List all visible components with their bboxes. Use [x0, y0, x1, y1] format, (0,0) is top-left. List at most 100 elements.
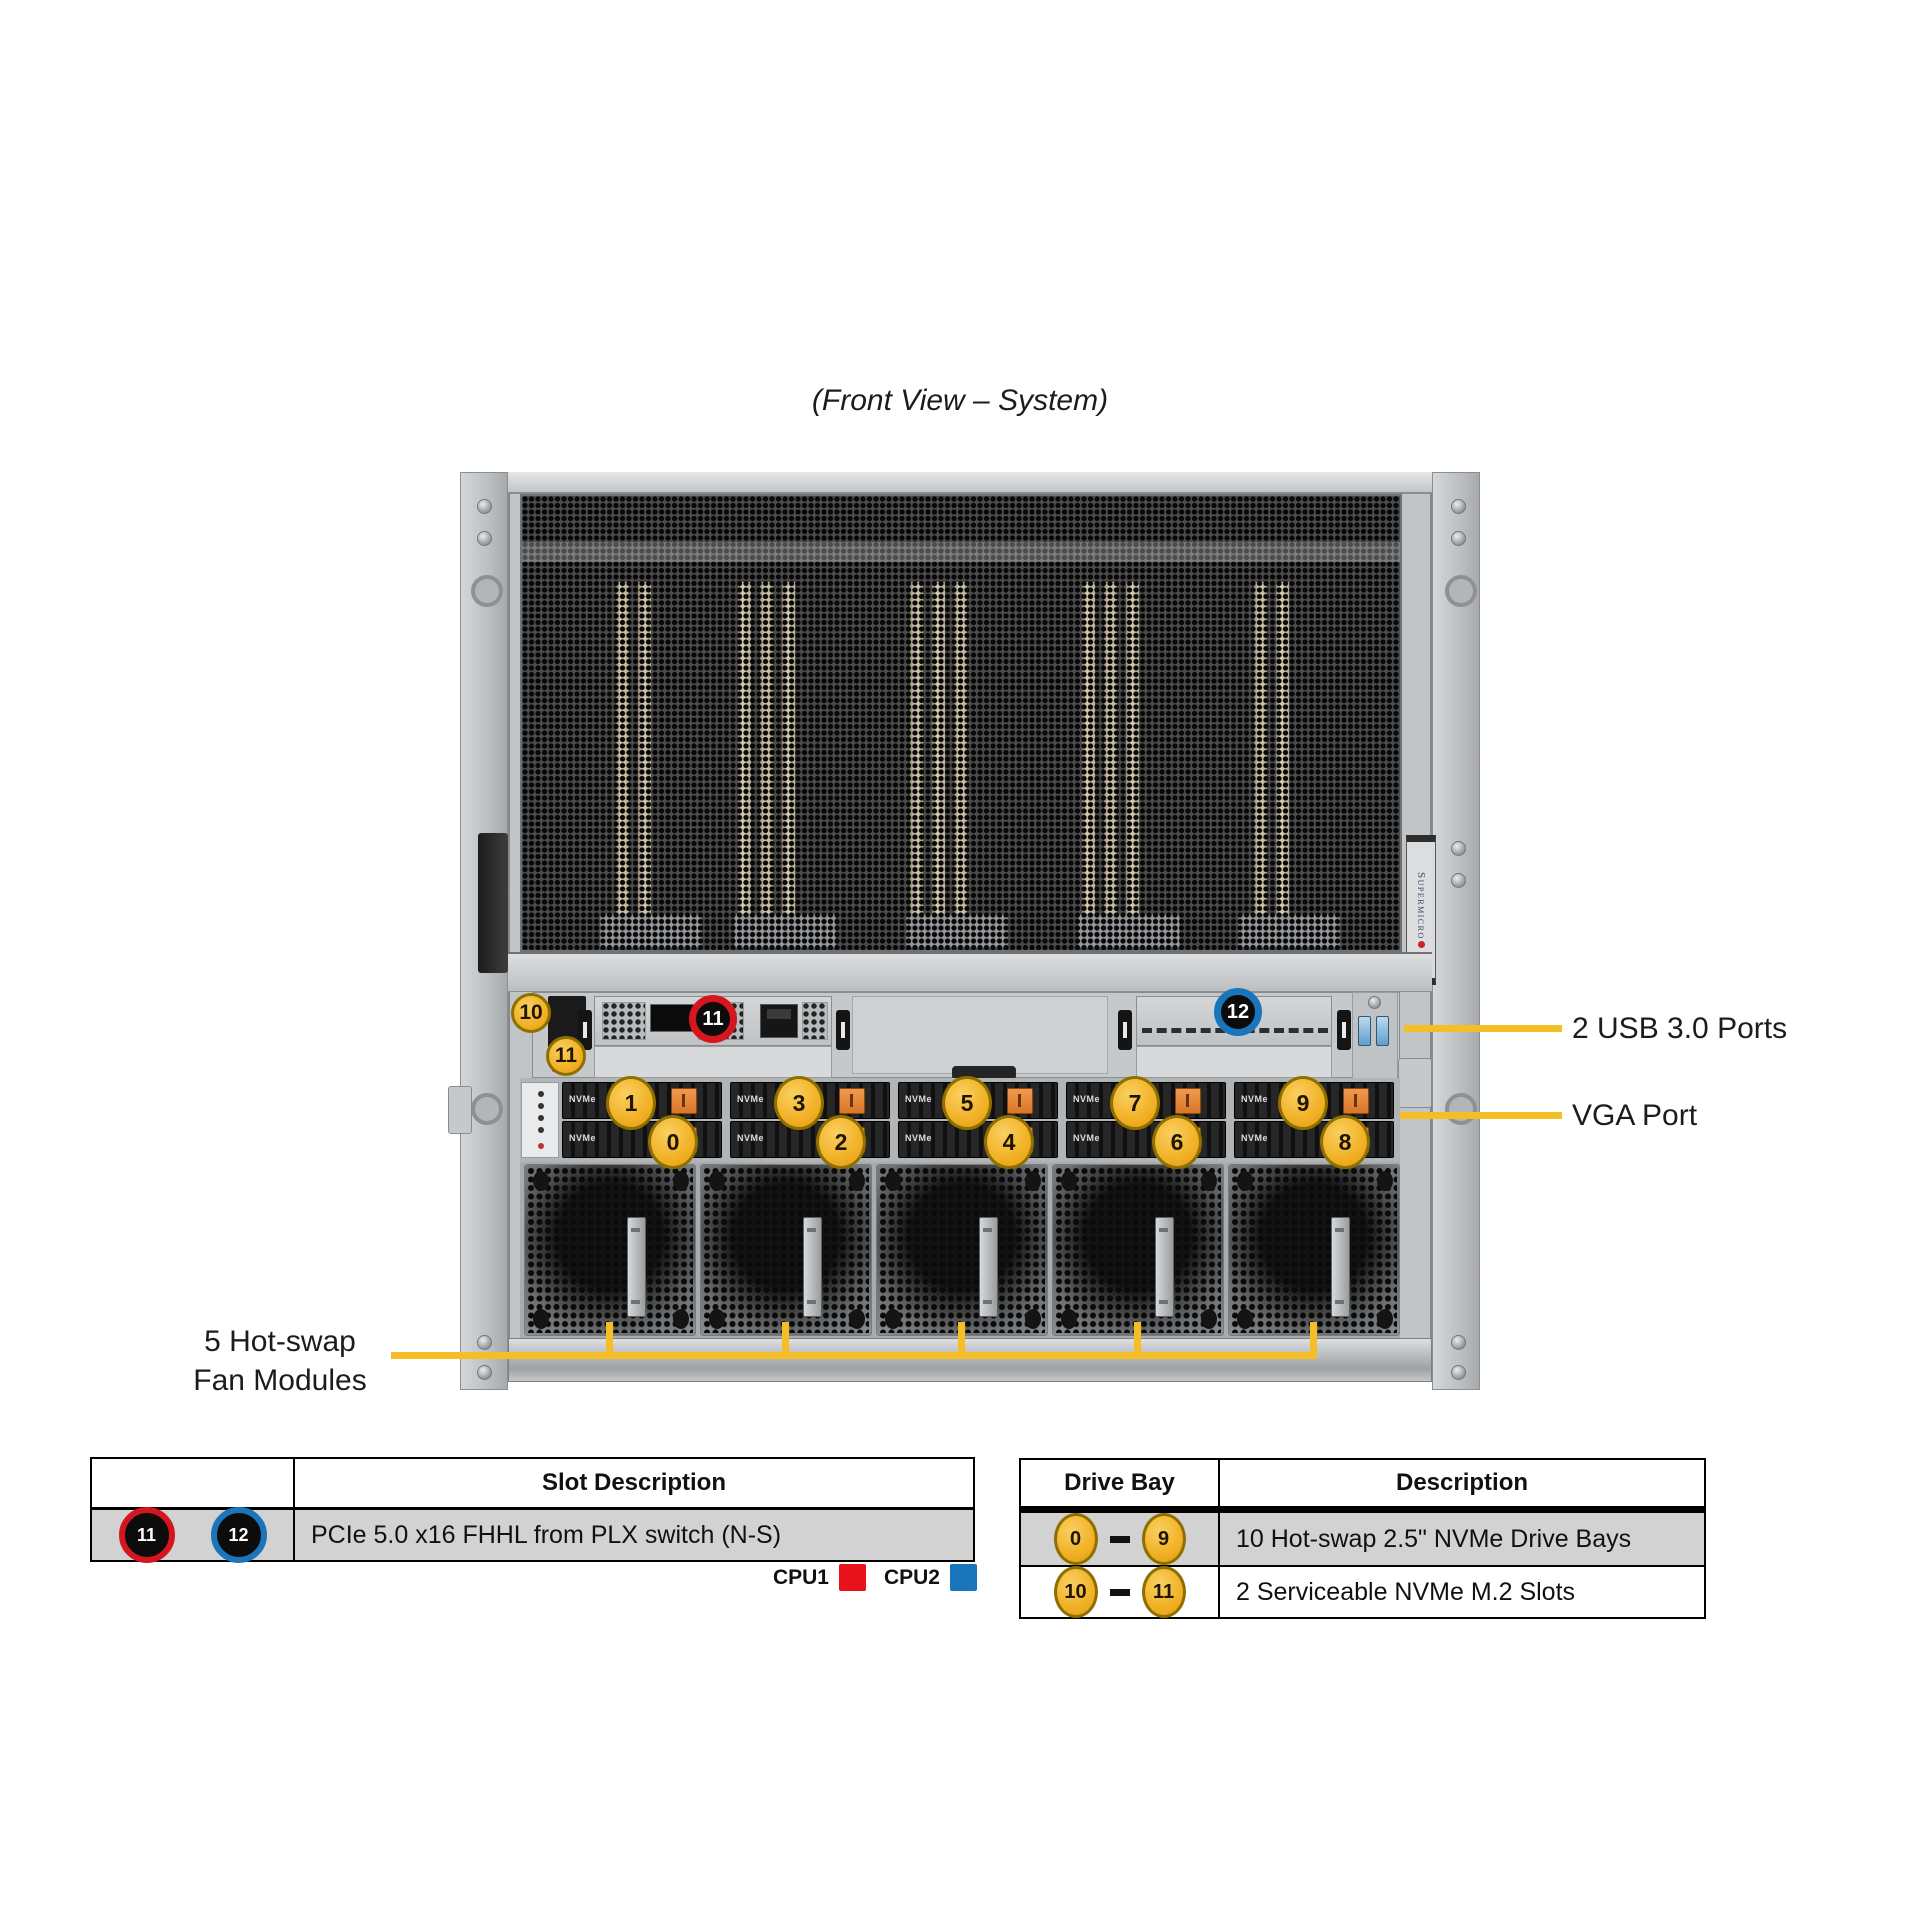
left-hinge — [448, 1086, 472, 1134]
drive-tray-label: NVMe — [1241, 1133, 1269, 1143]
mesh-dot-overlay — [522, 496, 1400, 950]
vga-leader-line — [1400, 1112, 1562, 1119]
cpu1-label: CPU1 — [772, 1565, 829, 1589]
drive-tray-latch — [671, 1088, 697, 1114]
chassis-divider — [508, 952, 1432, 992]
drive-bay-module: NVMe NVMe 9 8 — [1234, 1076, 1394, 1169]
fan-leader-tick — [1134, 1322, 1141, 1358]
drive-bay-description: 2 Serviceable NVMe M.2 Slots — [1236, 1577, 1576, 1606]
bay-badge-0: 0 — [1053, 1513, 1098, 1565]
callout-m2-slot-10: 10 — [511, 993, 551, 1033]
drive-bay-range: 10 11 — [1021, 1566, 1220, 1618]
fan-module — [524, 1164, 696, 1336]
drive-tray-latch — [839, 1088, 865, 1114]
drive-tray-label: NVMe — [569, 1133, 597, 1143]
drive-tray-label: NVMe — [569, 1094, 597, 1104]
callout-drive-bay: 9 — [1278, 1076, 1328, 1130]
fan-module — [876, 1164, 1048, 1336]
drive-tray-latch — [1007, 1088, 1033, 1114]
drive-bay-table: Drive Bay Description 0 9 10 Hot-swap 2.… — [1019, 1458, 1706, 1619]
card-display — [650, 1004, 694, 1032]
drive-table-header-description: Description — [1395, 1469, 1529, 1496]
diagram-title: (Front View – System) — [811, 384, 1109, 417]
logo-dot — [1417, 941, 1425, 949]
control-led-panel — [521, 1082, 559, 1158]
slot-table-badges: 11 12 — [92, 1507, 295, 1563]
slot-11-badge: 11 — [118, 1507, 175, 1563]
callout-drive-bay: 0 — [648, 1115, 698, 1169]
card-vent-grid — [602, 1002, 646, 1040]
drive-bay-module: NVMe NVMe 7 6 — [1066, 1076, 1226, 1169]
drive-bay-module: NVMe NVMe 1 0 — [562, 1076, 722, 1169]
range-dash — [1109, 1588, 1130, 1596]
table-divider — [1021, 1506, 1704, 1513]
fan-leader-tick — [1310, 1322, 1317, 1358]
drive-tray-latch — [1175, 1088, 1201, 1114]
drive-tray-label: NVMe — [1073, 1094, 1101, 1104]
cpu1-color-swatch — [838, 1564, 866, 1591]
fan-handle — [803, 1217, 822, 1317]
slot-description-table: Slot Description 11 12 PCIe 5.0 x16 FHHL… — [90, 1457, 975, 1563]
drive-tray-label: NVMe — [737, 1094, 765, 1104]
bay-badge-10: 10 — [1053, 1566, 1098, 1618]
chassis-bottom-rail — [508, 1338, 1432, 1382]
side-handle — [478, 833, 508, 973]
empty-bay — [852, 996, 1108, 1074]
usb3-port — [1376, 1016, 1389, 1046]
slot-description-text: PCIe 5.0 x16 FHHL from PLX switch (N-S) — [311, 1520, 782, 1549]
pcie-card-left-body — [594, 1046, 832, 1078]
fan-handle — [979, 1217, 998, 1317]
cpu2-label: CPU2 — [883, 1565, 940, 1589]
drive-tray-latch — [1343, 1088, 1369, 1114]
fan-module — [700, 1164, 872, 1336]
fan-leader-tick — [606, 1322, 613, 1358]
right-hinge — [1398, 1058, 1432, 1108]
drive-tray-label: NVMe — [905, 1094, 933, 1104]
fan-leader-line — [391, 1352, 1317, 1359]
slot-table-header-empty — [92, 1459, 295, 1507]
vga-label: VGA Port — [1572, 1099, 1698, 1132]
cpu-legend: CPU1 CPU2 — [597, 1564, 977, 1591]
usb-leader-line — [1404, 1025, 1562, 1032]
callout-pcie-slot-11: 11 — [689, 995, 737, 1043]
cpu2-color-swatch — [950, 1564, 977, 1591]
bay-badge-11: 11 — [1141, 1566, 1186, 1618]
drive-tray-label: NVMe — [737, 1133, 765, 1143]
fan-leader-tick — [782, 1322, 789, 1358]
callout-drive-bay: 2 — [816, 1115, 866, 1169]
chassis-top-rail — [508, 472, 1432, 494]
usb3-port — [1358, 1016, 1371, 1046]
fan-module — [1052, 1164, 1224, 1336]
drive-bay-module: NVMe NVMe 5 4 — [898, 1076, 1058, 1169]
slot-latch — [1337, 1010, 1351, 1050]
slot-12-badge: 12 — [210, 1507, 267, 1563]
drive-bay-description: 10 Hot-swap 2.5" NVMe Drive Bays — [1236, 1524, 1632, 1553]
front-mesh-panel — [520, 494, 1402, 952]
fan-leader-tick — [958, 1322, 965, 1358]
callout-m2-slot-11: 11 — [546, 1036, 586, 1076]
callout-drive-bay: 3 — [774, 1076, 824, 1130]
fan-handle — [627, 1217, 646, 1317]
fan-handle — [1331, 1217, 1350, 1317]
callout-drive-bay: 1 — [606, 1076, 656, 1130]
fan-label: 5 Hot-swap Fan Modules — [193, 1325, 367, 1397]
drive-table-header-bay: Drive Bay — [1021, 1460, 1220, 1506]
card-vent-grid — [802, 1002, 828, 1040]
ethernet-port — [760, 1004, 798, 1038]
callout-drive-bay: 4 — [984, 1115, 1034, 1169]
callout-drive-bay: 6 — [1152, 1115, 1202, 1169]
fan-handle — [1155, 1217, 1174, 1317]
range-dash — [1109, 1535, 1130, 1543]
pcie-card-right-body — [1136, 1046, 1332, 1078]
drive-tray-label: NVMe — [905, 1133, 933, 1143]
drive-bay-range: 0 9 — [1021, 1513, 1220, 1565]
callout-pcie-slot-12: 12 — [1214, 988, 1262, 1036]
supermicro-logo-text: Supermicro — [1415, 871, 1427, 940]
callout-drive-bay: 5 — [942, 1076, 992, 1130]
callout-drive-bay: 7 — [1110, 1076, 1160, 1130]
slot-latch — [1118, 1010, 1132, 1050]
callout-drive-bay: 8 — [1320, 1115, 1370, 1169]
fan-module — [1228, 1164, 1400, 1336]
drive-tray-label: NVMe — [1073, 1133, 1101, 1143]
